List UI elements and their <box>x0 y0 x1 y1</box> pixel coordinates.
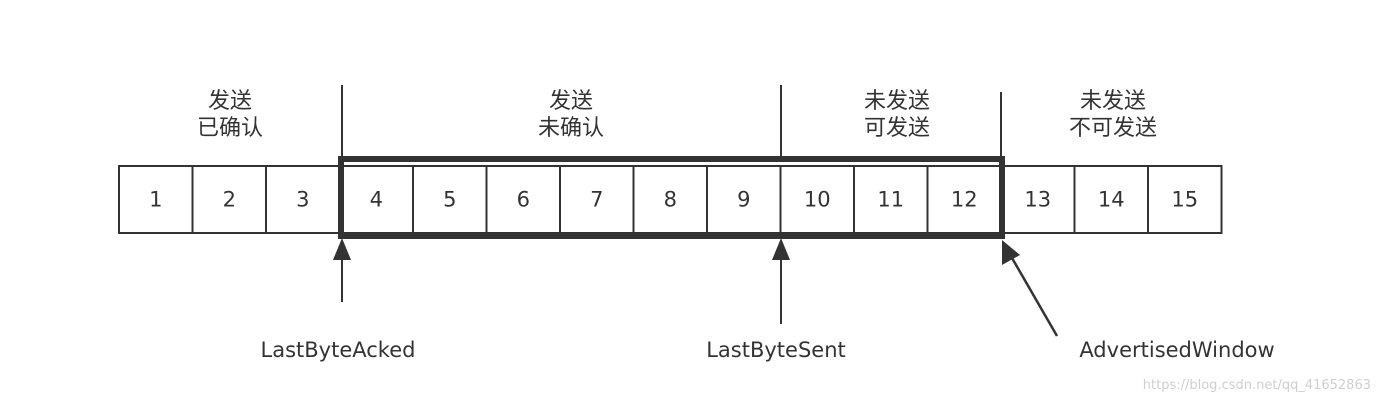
region-label-sent-unacked: 发送 未确认 <box>511 88 631 142</box>
byte-cell-label: 15 <box>1171 188 1198 212</box>
region-label-unsent-sendable: 未发送 可发送 <box>837 88 957 142</box>
region-label-line1: 发送 <box>548 89 593 114</box>
byte-cell-label: 7 <box>590 188 603 212</box>
watermark: https://blog.csdn.net/qq_41652863 <box>1142 378 1371 393</box>
region-label-line2: 已确认 <box>196 116 263 141</box>
byte-cell-label: 11 <box>877 188 904 212</box>
region-label-line2: 不可发送 <box>1068 116 1157 141</box>
byte-cell-label: 2 <box>223 188 236 212</box>
byte-cell-label: 6 <box>517 188 530 212</box>
byte-cell-label: 8 <box>664 188 677 212</box>
byte-cell-label: 3 <box>296 188 309 212</box>
label-advertised-window: AdvertisedWindow <box>1079 338 1275 362</box>
region-label-line1: 发送 <box>207 89 252 114</box>
sending-window-frame <box>338 156 1005 239</box>
byte-cell-label: 9 <box>737 188 750 212</box>
byte-cell-label: 12 <box>951 188 978 212</box>
label-last-byte-acked: LastByteAcked <box>260 338 416 362</box>
region-label-line1: 未发送 <box>1079 89 1146 114</box>
byte-cell-label: 5 <box>443 188 456 212</box>
arrow-last-byte-acked <box>333 238 351 302</box>
byte-cell-label: 4 <box>370 188 383 212</box>
byte-cell-label: 13 <box>1024 188 1051 212</box>
region-label-line2: 未确认 <box>537 116 604 141</box>
byte-cell-label: 14 <box>1098 188 1125 212</box>
label-last-byte-sent: LastByteSent <box>706 338 846 362</box>
byte-cell-label: 1 <box>149 188 162 212</box>
region-label-sent-acked: 发送 已确认 <box>170 88 290 142</box>
region-label-line1: 未发送 <box>863 89 930 114</box>
byte-cell <box>1147 165 1223 234</box>
arrow-last-byte-sent <box>772 238 790 324</box>
region-label-unsent-unsendable: 未发送 不可发送 <box>1053 88 1173 142</box>
arrow-advertised-window <box>1002 240 1059 337</box>
region-label-line2: 可发送 <box>863 116 930 141</box>
byte-cell-label: 10 <box>804 188 831 212</box>
